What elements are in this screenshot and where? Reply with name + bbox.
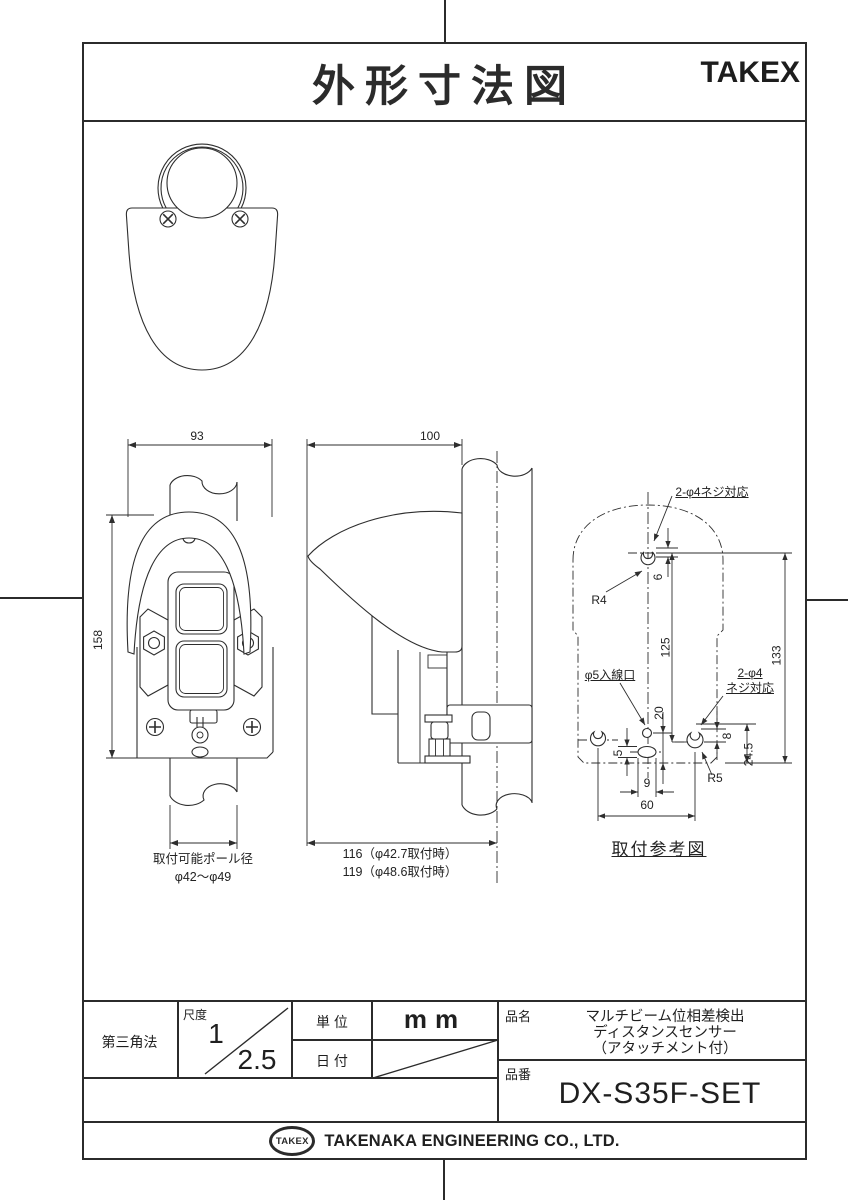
product-name-label: 品名 xyxy=(505,1009,532,1024)
dim-9: 9 xyxy=(643,776,651,790)
projection-method: 第三角法 xyxy=(101,1034,158,1050)
sheet-frame xyxy=(82,42,807,1160)
product-name-line-2: ディスタンスセンサー xyxy=(593,1025,737,1041)
screw-hole-right-label-1: 2-φ4 xyxy=(737,666,763,680)
takex-oval-logo: TAKEX xyxy=(269,1126,316,1156)
register-mark-bottom xyxy=(443,1158,445,1200)
mount-reference-drawing xyxy=(572,492,792,821)
dim-6: 6 xyxy=(651,573,665,581)
dim-side-depth: 100 xyxy=(419,429,441,443)
top-view-drawing xyxy=(125,143,279,371)
screw-icon xyxy=(145,717,262,737)
footer-top-rule xyxy=(82,1121,807,1123)
dim-side-mount-1: 116（φ42.7取付時） xyxy=(342,847,458,861)
radius-r5-label: R5 xyxy=(707,771,723,785)
side-view-drawing xyxy=(306,439,533,883)
date-label: 日 付 xyxy=(316,1053,348,1069)
dim-125: 125 xyxy=(658,637,673,658)
table-vline xyxy=(497,1001,499,1122)
screw-icon xyxy=(159,210,249,228)
front-view-drawing xyxy=(106,439,274,849)
pole-diameter-note-2: φ42～φ49 xyxy=(174,870,232,884)
screw-hole-top-label: 2-φ4ネジ対応 xyxy=(675,485,749,499)
page-title: 外形寸法図 xyxy=(312,63,577,111)
table-hline xyxy=(82,1077,498,1079)
dim-front-width: 93 xyxy=(190,429,204,443)
table-hline xyxy=(498,1059,807,1061)
product-name-line-1: マルチビーム位相差検出 xyxy=(585,1009,745,1025)
dim-side-mount-2: 119（φ48.6取付時） xyxy=(342,865,458,879)
dim-60: 60 xyxy=(640,798,654,812)
register-mark-right xyxy=(805,599,848,601)
pole-diameter-note-1: 取付可能ポール径 xyxy=(152,852,253,866)
brand-logo-text: TAKEX xyxy=(700,56,800,89)
dim-front-height: 158 xyxy=(91,629,105,651)
table-diagonal-lines xyxy=(204,1007,499,1079)
mount-reference-caption: 取付参考図 xyxy=(611,840,707,859)
dim-8: 8 xyxy=(720,732,734,740)
dim-5: 5 xyxy=(611,749,625,757)
product-no-value: DX-S35F-SET xyxy=(558,1077,762,1110)
radius-r4-label: R4 xyxy=(591,593,607,607)
scale-numerator: 1 xyxy=(208,1018,224,1049)
product-no-label: 品番 xyxy=(505,1067,532,1082)
title-band-rule xyxy=(82,120,807,122)
unit-label: 単 位 xyxy=(316,1014,348,1030)
table-top-rule xyxy=(82,1000,807,1002)
screw-hole-right-label-2: ネジ対応 xyxy=(725,681,774,695)
register-mark-top xyxy=(444,0,446,42)
table-vline xyxy=(177,1001,179,1078)
wire-entry-label: φ5入線口 xyxy=(584,668,636,682)
product-name-line-3: （アタッチメント付） xyxy=(592,1041,738,1057)
unit-value: mm xyxy=(403,1004,467,1034)
table-vline xyxy=(291,1001,293,1078)
table-hline xyxy=(292,1039,498,1041)
dim-20: 20 xyxy=(652,706,666,720)
scale-denominator: 2.5 xyxy=(237,1044,277,1075)
footer: TAKEX TAKENAKA ENGINEERING CO., LTD. xyxy=(82,1124,807,1158)
dim-24-5: 24.5 xyxy=(741,742,756,767)
scale-label: 尺度 xyxy=(183,1008,208,1022)
company-name: TAKENAKA ENGINEERING CO., LTD. xyxy=(324,1131,620,1150)
register-mark-left xyxy=(0,597,82,599)
